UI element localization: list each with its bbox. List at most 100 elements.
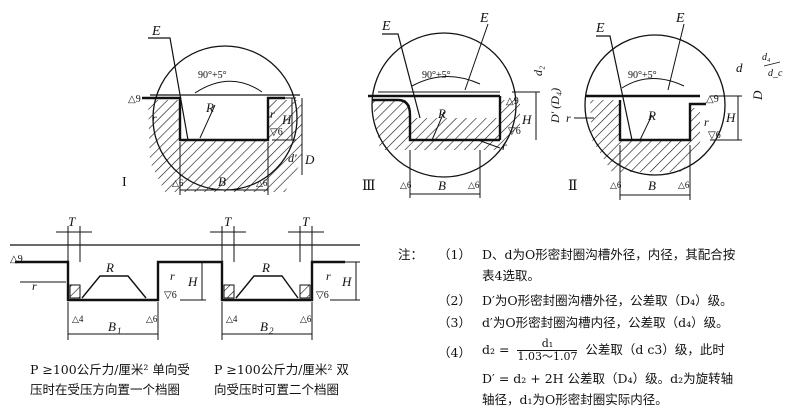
roughness-6-left: △6 — [172, 178, 184, 188]
label-D-frac-den: d_c — [768, 68, 783, 79]
note-1-number: （1） — [438, 247, 471, 262]
roughness-6-b1-rot: △6 — [146, 314, 158, 324]
roughness-6-b1: ▽6 — [164, 290, 177, 301]
roughness-6-right: △6 — [256, 178, 268, 188]
label-r-b2: r — [326, 269, 331, 283]
label-E-2-top: E — [675, 11, 685, 26]
figure-3-hatched-area — [372, 100, 520, 150]
note-4-line-2: D′ = d₂ + 2H 公差取（D₄）级。d₂为旋转轴 — [482, 371, 734, 386]
label-r-3: r — [502, 139, 507, 153]
label-r-left: r — [152, 111, 157, 125]
figure-2-groove-section: E E 90°+5° R r r △9 ▽6 H d D d₄ d_c B △6… — [566, 11, 783, 200]
label-B2: B — [260, 319, 268, 334]
roughness-6-b2: ▽6 — [316, 290, 329, 301]
figure-single-backup-ring: R r r △9 ▽6 T H B 1 △4 △6 — [10, 214, 206, 340]
note-4-fraction-numerator: d₁ — [517, 338, 578, 351]
label-B: B — [218, 174, 226, 189]
label-R: R — [205, 100, 214, 115]
note-4-fraction: d₁ 1.03～1.07 — [517, 338, 578, 363]
roughness-6-3-left: △6 — [400, 180, 412, 190]
label-d2: d₂ — [531, 66, 545, 76]
roughness-9-2: △9 — [706, 94, 719, 105]
angle-label-2: 90°+5° — [628, 70, 657, 81]
note-2-number: （2） — [438, 293, 471, 308]
roman-3: Ⅲ — [362, 179, 376, 194]
label-B2-sub: 2 — [269, 326, 274, 336]
note-1-line-1: D、d为O形密封圈沟槽外径，内径，其配合按 — [482, 247, 736, 262]
label-E-2: E — [595, 21, 605, 36]
figure-3-groove-section: E E 90°+5° R r △9 ▽6 H d₂ D′ (D₄) B △6 △… — [362, 11, 562, 198]
label-r-right: r — [270, 107, 275, 121]
note-2-line-1: D′为O形密封圈沟槽外径，公差取（D₄）级。 — [482, 293, 733, 308]
label-r-b1-right: r — [170, 269, 175, 283]
note-3-number: （3） — [438, 315, 471, 330]
note-1-line-2: 表4选取。 — [482, 268, 540, 283]
notes-lead: 注： — [398, 247, 424, 262]
note-3-line-1: d′为O形密封圈沟槽内径，公差取（d₄）级。 — [482, 315, 729, 330]
label-H: H — [281, 112, 292, 127]
label-B1: B — [108, 319, 116, 334]
roughness-4-b2: △4 — [226, 314, 238, 324]
roughness-6-2-left: △6 — [610, 180, 622, 190]
roughness-4-b1: △4 — [72, 314, 84, 324]
label-D: D — [304, 152, 315, 167]
label-D-2: D — [750, 90, 765, 101]
angle-label-3: 90°+5° — [422, 70, 451, 81]
roughness-9-b1: △9 — [10, 254, 23, 265]
note-4-number: （4） — [438, 345, 471, 360]
label-D-frac-num: d₄ — [762, 52, 771, 63]
caption-single-line-2: 压时在受压方向置一个档圈 — [30, 382, 181, 397]
note-4-line-3: 轴径，d₁为O形密封圈实际内径。 — [482, 392, 668, 407]
label-r-b1-left: r — [32, 279, 37, 293]
roman-1: I — [122, 175, 127, 190]
label-r-2-right: r — [704, 115, 709, 129]
label-R-3: R — [437, 106, 446, 121]
figure-2-detail-circle — [584, 34, 726, 176]
roman-2: Ⅱ — [568, 179, 578, 194]
label-E-3: E — [381, 19, 391, 34]
roughness-9: △9 — [128, 94, 141, 105]
angle-label: 90°+5° — [198, 70, 227, 81]
note-4-fraction-denominator: 1.03～1.07 — [517, 350, 578, 363]
figure-1-hatched-area — [148, 100, 302, 192]
label-d: d — [736, 60, 743, 75]
label-E: E — [151, 24, 161, 39]
note-4-formula-lhs: d₂ = — [482, 342, 510, 357]
caption-single-line-1: P ≥100公斤力/厘米² 单向受 — [30, 362, 190, 377]
caption-double-ring: P ≥100公斤力/厘米² 双 向受压时可置二个档圈 — [214, 360, 349, 400]
label-E-3-top: E — [479, 11, 489, 26]
label-R-b2: R — [261, 260, 270, 275]
figure-3-detail-circle — [371, 32, 517, 178]
roughness-6-3: ▽6 — [508, 126, 521, 137]
caption-double-line-1: P ≥100公斤力/厘米² 双 — [214, 362, 349, 377]
roughness-6-3-right: △6 — [468, 180, 480, 190]
caption-single-ring: P ≥100公斤力/厘米² 单向受 压时在受压方向置一个档圈 — [30, 360, 190, 400]
figure-1-groove-outline — [142, 96, 285, 142]
label-r-2-left: r — [566, 111, 571, 125]
label-B-3: B — [438, 178, 446, 193]
roughness-9-3: △9 — [506, 96, 519, 107]
figure-double-backup-ring: R r ▽6 T T H B 2 △4 △6 — [200, 214, 360, 340]
note-4-line-1: d₂ = d₁ 1.03～1.07 公差取（d c3）级，此时 — [482, 338, 725, 363]
label-Dprime-D4: D′ (D₄) — [548, 88, 562, 124]
roughness-6-2: ▽6 — [708, 130, 721, 141]
label-H-b2: H — [341, 274, 352, 289]
caption-double-line-2: 向受压时可置二个档圈 — [214, 382, 340, 397]
note-4-formula-rhs: 公差取（d c3）级，此时 — [585, 342, 725, 357]
roughness-6-2-right: △6 — [678, 180, 690, 190]
label-T-b2-left: T — [224, 214, 232, 229]
label-H-3: H — [521, 112, 532, 127]
roughness-6-b2-rot: △6 — [300, 314, 312, 324]
roughness-6: ▽6 — [270, 127, 283, 138]
label-H-b1: H — [187, 274, 198, 289]
label-dprime: d′ — [288, 151, 297, 165]
figure-2-hatched-area — [590, 100, 700, 172]
label-T-b1: T — [68, 214, 76, 229]
label-R-2: R — [647, 108, 656, 123]
label-B-2: B — [648, 178, 656, 193]
label-T-b2-right: T — [302, 214, 310, 229]
figure-1-groove-section: E 90°+5° R r r △9 ▽6 H d′ D B △6 △6 I — [122, 24, 315, 195]
label-R-b1: R — [105, 260, 114, 275]
label-H-2: H — [725, 110, 736, 125]
